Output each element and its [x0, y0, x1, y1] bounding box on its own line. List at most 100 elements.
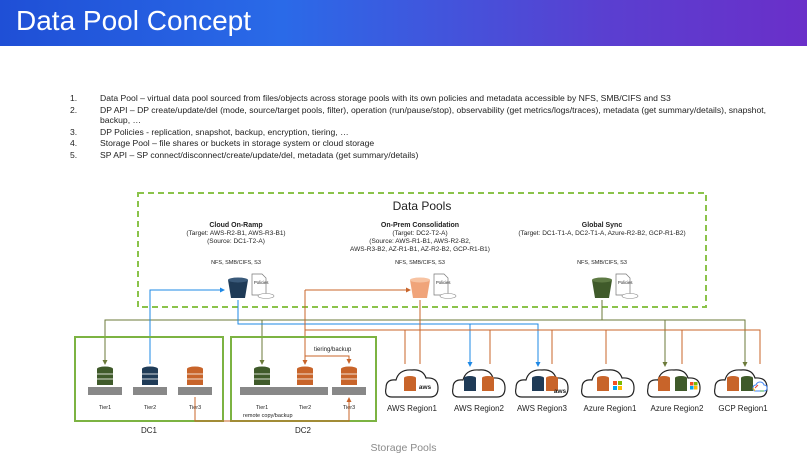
concept-list: 1. Data Pool – virtual data pool sourced …	[70, 93, 770, 162]
pool-on-prem-consolidation: On-Prem Consolidation (Target: DC2-T2-A)…	[350, 222, 490, 299]
aws-logo: aws	[419, 384, 432, 391]
azure-logo-icon	[690, 382, 698, 390]
region-gcp-1: GCP Region1	[714, 369, 768, 413]
cloud-icon	[452, 369, 506, 398]
pool-bucket-icon	[592, 280, 612, 298]
list-number: 4.	[70, 138, 78, 149]
cloud-on-ramp-links	[149, 287, 541, 367]
pool-cloud-on-ramp: Cloud On-Ramp (Target: AWS-R2-B1, AWS-R3…	[186, 222, 286, 299]
list-item: 1. Data Pool – virtual data pool sourced …	[70, 93, 770, 104]
link-line	[419, 329, 491, 364]
pool-bucket-rim	[228, 277, 248, 283]
link-line	[102, 300, 603, 365]
link-line	[552, 329, 607, 364]
pool-detail: (Source: DC1-T2-A)	[207, 238, 265, 245]
link-line	[682, 329, 761, 364]
tier-label: Tier1	[99, 405, 111, 411]
region-azure-2: Azure Region2	[647, 369, 704, 413]
link-line	[490, 329, 553, 364]
list-text: Storage Pool – file shares or buckets in…	[100, 138, 375, 149]
policies-doc-icon	[615, 273, 631, 296]
list-item: 3. DP Policies - replication, snapshot, b…	[70, 127, 770, 138]
region-aws-2: AWS Region2	[452, 369, 506, 413]
policies-doc-icon	[433, 273, 449, 296]
global-sync-links	[102, 300, 748, 367]
pool-name: On-Prem Consolidation	[381, 222, 459, 229]
policies-label: Policies	[254, 280, 268, 285]
list-number: 1.	[70, 93, 78, 103]
policies-disk	[257, 293, 275, 299]
dc1-box	[74, 336, 224, 422]
list-item: 5. SP API – SP connect/disconnect/create/…	[70, 150, 770, 161]
list-text: SP API – SP connect/disconnect/create/up…	[100, 149, 419, 160]
list-number: 5.	[70, 149, 78, 160]
pool-detail: (Source: AWS-R1-B1, AWS-R2-B2,	[369, 238, 471, 245]
tier-label: Tier1	[256, 405, 268, 411]
region-label: AWS Region2	[454, 404, 505, 413]
remote-copy-arrow	[194, 397, 352, 422]
pool-name: Global Sync	[582, 222, 623, 229]
policies-disk	[439, 293, 457, 299]
link-line	[606, 329, 683, 364]
list-number: 3.	[70, 126, 78, 137]
dc1-tier1: Tier1	[88, 366, 122, 411]
dc2-label: DC2	[295, 426, 312, 435]
policies-label: Policies	[618, 280, 632, 285]
pool-protocols: NFS, SMB/CIFS, S3	[577, 260, 627, 266]
tier-label: Tier2	[144, 405, 156, 411]
data-pools-box	[137, 192, 707, 308]
pool-global-sync: Global Sync (Target: DC1-T1-A, DC2-T1-A,…	[518, 222, 686, 299]
tiering-label: tiering/backup	[314, 347, 352, 353]
title-bar: Data Pool Concept	[0, 0, 807, 46]
azure-logo-icon	[613, 381, 622, 390]
on-prem-links	[302, 287, 761, 365]
list-item: 4. Storage Pool – file shares or buckets …	[70, 138, 770, 149]
pool-protocols: NFS, SMB/CIFS, S3	[211, 260, 261, 266]
dc1-label: DC1	[141, 426, 158, 435]
region-label: Azure Region2	[651, 404, 704, 413]
gcp-logo-icon	[752, 381, 768, 392]
dc2-tier2: Tier2	[284, 366, 328, 411]
pool-protocols: NFS, SMB/CIFS, S3	[395, 260, 445, 266]
link-line	[302, 300, 421, 365]
dc1-tier2: Tier2	[133, 366, 167, 411]
list-text: DP API – DP create/update/del (mode, sou…	[100, 104, 767, 126]
pool-bucket-icon	[410, 280, 430, 298]
region-label: AWS Region1	[387, 404, 438, 413]
pool-bucket-rim	[592, 277, 612, 283]
pool-bucket-rim	[410, 277, 430, 283]
pool-bucket-icon	[228, 280, 248, 298]
policies-doc-icon	[251, 273, 267, 296]
list-text: DP Policies - replication, snapshot, bac…	[100, 126, 349, 137]
dc2-tier1: Tier1	[240, 366, 284, 411]
tiering-arrow	[304, 355, 352, 364]
aws-logo: aws	[554, 388, 567, 395]
tier-label: Tier2	[299, 405, 311, 411]
data-pools-title: Data Pools	[393, 199, 452, 213]
storage-pools-caption: Storage Pools	[370, 442, 437, 454]
policies-disk	[621, 293, 639, 299]
list-text: Data Pool – virtual data pool sourced fr…	[100, 93, 671, 103]
region-label: GCP Region1	[718, 404, 768, 413]
link-line	[665, 319, 748, 367]
link-line	[237, 300, 473, 367]
pool-detail: (Target: DC2-T2-A)	[392, 230, 447, 237]
link-line	[470, 323, 541, 367]
pool-name: Cloud On-Ramp	[209, 222, 262, 229]
region-azure-1: Azure Region1	[581, 369, 637, 413]
page-title: Data Pool Concept	[16, 5, 252, 36]
region-label: Azure Region1	[584, 404, 637, 413]
region-aws-1: aws AWS Region1	[385, 369, 439, 413]
link-line	[149, 287, 225, 364]
policies-label: Policies	[436, 280, 450, 285]
list-item: 2. DP API – DP create/update/del (mode, s…	[70, 105, 770, 126]
region-label: AWS Region3	[517, 404, 568, 413]
remote-copy-label: remote copy/backup	[243, 413, 293, 419]
pool-detail: (Target: AWS-R2-B1, AWS-R3-B1)	[186, 230, 285, 237]
link-line	[602, 319, 668, 367]
pool-detail: AWS-R3-B2, AZ-R1-B1, AZ-R2-B2, GCP-R1-B1…	[350, 246, 490, 253]
list-number: 2.	[70, 104, 78, 115]
region-aws-3: aws AWS Region3	[515, 369, 569, 413]
pool-detail: (Target: DC1-T1-A, DC2-T1-A, Azure-R2-B2…	[518, 230, 685, 237]
